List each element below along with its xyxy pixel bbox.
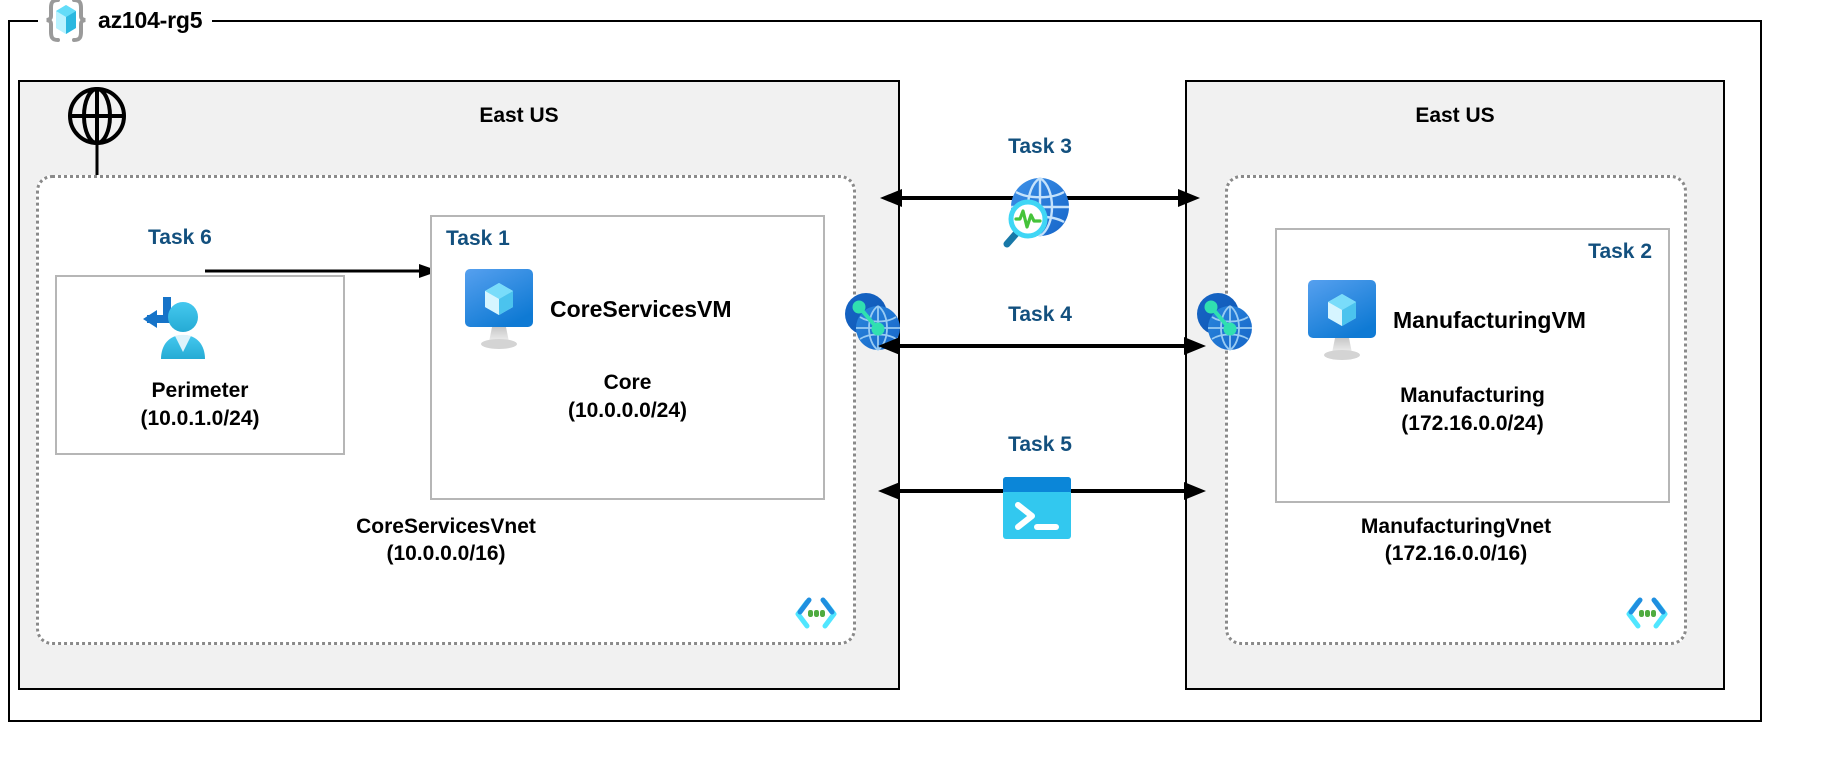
virtual-machine-icon [462, 267, 536, 351]
connector-task4 [878, 333, 1206, 359]
subnet-manufacturing: Task 2 [1275, 228, 1670, 503]
subnet-label-core: Core (10.0.0.0/24) [432, 369, 823, 424]
subnet-name-manufacturing: Manufacturing [1400, 384, 1545, 407]
cloud-shell-icon [1001, 475, 1073, 541]
resource-group-icon [42, 0, 90, 44]
subnet-cidr-manufacturing: (172.16.0.0/24) [1401, 411, 1544, 435]
task-label-5: Task 5 [1008, 433, 1072, 456]
resource-group-name: az104-rg5 [98, 6, 203, 33]
region-title-right: East US [1415, 104, 1495, 127]
task-label-4: Task 4 [1008, 303, 1072, 326]
subnet-core: Task 1 [430, 215, 825, 500]
user-login-icon [139, 295, 211, 373]
vm-name-core: CoreServicesVM [550, 295, 732, 322]
vnet-cidr-manufacturing: (172.16.0.0/16) [1384, 542, 1528, 566]
vm-coreservicesvm: CoreServicesVM [462, 267, 732, 351]
vm-manufacturingvm: ManufacturingVM [1305, 278, 1586, 362]
subnet-cidr-core: (10.0.0.0/24) [567, 398, 688, 422]
resource-group-frame [8, 20, 1762, 722]
virtual-network-icon [793, 594, 839, 634]
subnet-cidr-perimeter: (10.0.1.0/24) [140, 406, 260, 430]
region-title-left: East US [479, 104, 559, 127]
vnet-cidr-core: (10.0.0.0/16) [386, 542, 506, 566]
vnet-name-manufacturing: ManufacturingVnet [1360, 514, 1552, 538]
vnet-name-core: CoreServicesVnet [356, 514, 536, 538]
subnet-perimeter: Perimeter (10.0.1.0/24) [55, 275, 345, 455]
task-label-2: Task 2 [1588, 240, 1652, 263]
subnet-name-core: Core [603, 371, 652, 394]
virtual-network-icon [1624, 594, 1670, 634]
network-watcher-icon [988, 172, 1078, 252]
task-label-3: Task 3 [1008, 135, 1072, 158]
subnet-label-manufacturing: Manufacturing (172.16.0.0/24) [1277, 382, 1668, 437]
vnet-label-core: CoreServicesVnet (10.0.0.0/16) [39, 513, 853, 568]
resource-group-header: az104-rg5 [38, 0, 213, 44]
task-label-6: Task 6 [148, 226, 212, 249]
vm-name-manufacturing: ManufacturingVM [1393, 306, 1586, 333]
vnet-label-manufacturing: ManufacturingVnet (172.16.0.0/16) [1228, 513, 1684, 568]
vnet-peering-icon-right [1192, 288, 1258, 354]
vnet-peering-icon-left [840, 288, 906, 354]
connector-perimeter-to-core [205, 258, 443, 284]
task-label-1: Task 1 [446, 227, 510, 250]
virtual-machine-icon [1305, 278, 1379, 362]
subnet-name-perimeter: Perimeter [151, 379, 249, 402]
internet-globe-icon [66, 85, 128, 147]
subnet-label-perimeter: Perimeter (10.0.1.0/24) [57, 377, 343, 432]
